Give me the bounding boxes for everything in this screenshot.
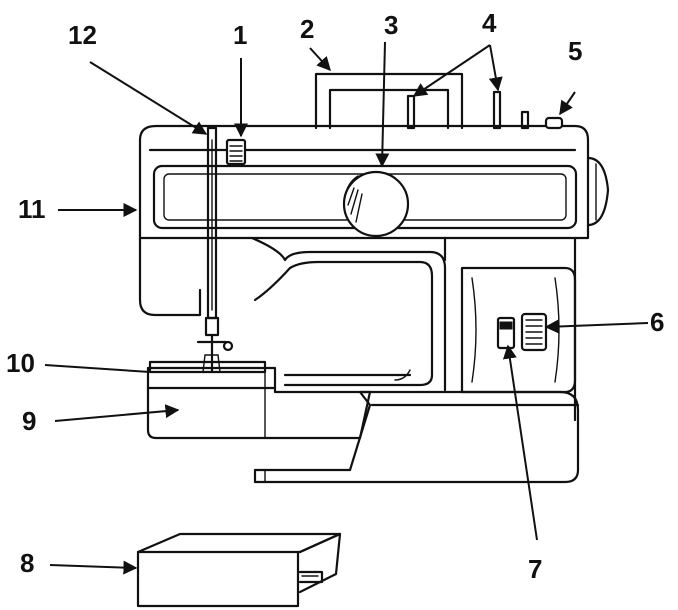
leader-4b [488,44,503,92]
leader-3 [375,41,390,168]
callout-11: 11 [18,194,46,224]
needle-bar-assembly [196,126,234,374]
spool-pins [406,90,530,130]
callout-7: 7 [528,554,542,584]
right-panel [460,266,577,394]
callout-1: 1 [233,20,247,50]
leader-12 [89,61,208,135]
callout-5: 5 [568,36,582,66]
pattern-selector-knob [342,170,410,238]
callout-6: 6 [650,307,664,337]
extension-table [136,532,342,608]
needle-plate [148,360,267,374]
callout-9: 9 [22,406,36,436]
callout-2: 2 [300,14,314,44]
leader-8 [49,560,138,575]
callout-8: 8 [20,548,34,578]
callout-12: 12 [68,20,97,50]
thread-tension-dial [225,138,247,166]
machine-base [253,390,580,484]
leader-4a [412,44,491,97]
leader-6 [544,319,649,334]
end-cover [138,236,202,317]
free-arm [146,366,372,440]
leader-2 [309,47,331,72]
carry-handle [314,72,464,130]
sewing-machine [136,72,610,608]
leader-9 [54,404,180,422]
callouts: 1 2 3 4 5 6 7 8 9 10 11 12 [6,8,664,584]
bobbin-winder [544,116,564,130]
callout-10: 10 [6,348,35,378]
reverse-lever [496,316,516,350]
leader-7 [502,344,538,541]
stitch-length-dial [520,312,548,352]
callout-3: 3 [384,10,398,40]
leader-10 [44,364,151,373]
callout-4: 4 [482,8,497,38]
leader-5 [559,91,576,116]
